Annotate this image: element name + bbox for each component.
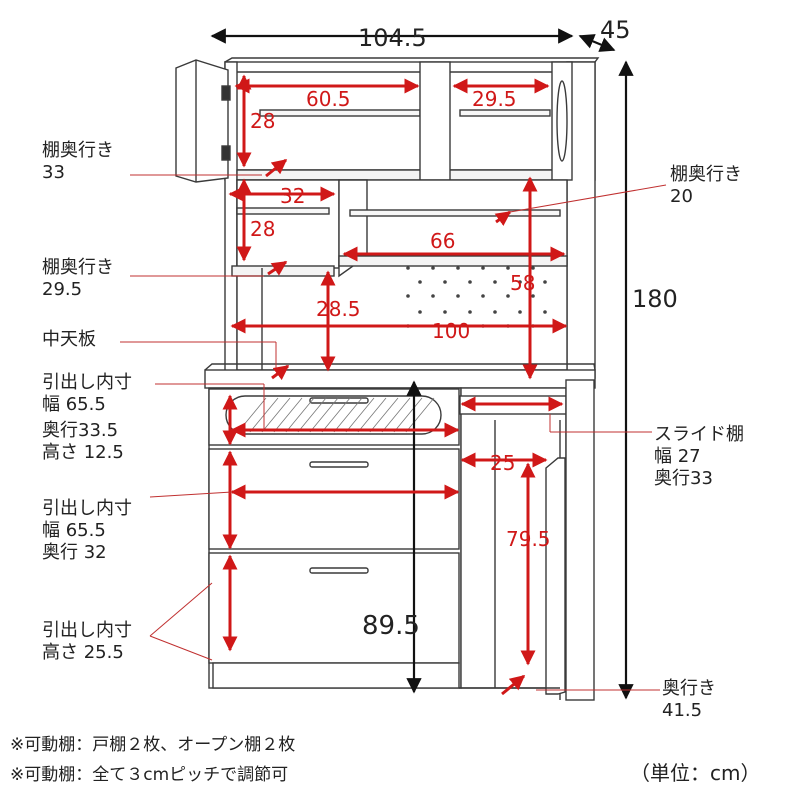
label-slide-shelf: スライド棚 幅 27 奥行33 bbox=[654, 424, 744, 489]
dim-shelf-depth-33 bbox=[265, 158, 288, 178]
overall-dimension-values: 104.5 45 180 89.5 bbox=[358, 16, 678, 641]
leader-lines bbox=[120, 174, 667, 691]
val-lower-height: 89.5 bbox=[362, 611, 420, 641]
label-bottom-depth: 奥行き 41.5 bbox=[662, 678, 716, 721]
label-shelf-depth-29: 棚奥行き 29.5 bbox=[42, 257, 114, 300]
dim-shelf-depth-20 bbox=[494, 210, 512, 226]
label-drawer3: 引出し内寸 高さ 25.5 bbox=[42, 620, 132, 663]
note-adjustable-pitch: ※可動棚：全て３cmピッチで調節可 bbox=[10, 765, 289, 785]
val-slide-width: 25 bbox=[490, 451, 515, 475]
label-shelf-depth-33: 棚奥行き 33 bbox=[42, 140, 114, 183]
dim-middle-board-depth bbox=[271, 364, 290, 381]
dim-shelf-depth-29 bbox=[267, 260, 288, 276]
val-upper-height: 28 bbox=[250, 109, 275, 133]
val-middle-gap: 28.5 bbox=[316, 297, 361, 321]
val-overall-depth: 45 bbox=[600, 16, 631, 44]
unit-label: （単位：cm） bbox=[630, 761, 761, 785]
val-upper-left-width: 60.5 bbox=[306, 87, 351, 111]
dim-bottom-depth bbox=[501, 674, 526, 696]
val-inner-width: 100 bbox=[432, 319, 470, 343]
depth-arrow bbox=[578, 34, 616, 52]
cabinet-outline bbox=[175, 57, 600, 701]
val-open-width: 66 bbox=[430, 229, 455, 253]
label-shelf-depth-20: 棚奥行き 20 bbox=[670, 164, 742, 207]
val-overall-height: 180 bbox=[632, 285, 678, 313]
red-dimension-values: 60.5 29.5 28 32 28 66 58 28.5 100 25 79.… bbox=[250, 87, 551, 551]
val-mid-height: 28 bbox=[250, 217, 275, 241]
label-drawer1: 引出し内寸 幅 65.5 奥行33.5 高さ 12.5 bbox=[42, 372, 132, 463]
red-dimension-lines bbox=[222, 74, 568, 696]
note-movable-shelves: ※可動棚：戸棚２枚、オープン棚２枚 bbox=[10, 735, 296, 755]
label-middle-board: 中天板 bbox=[42, 329, 96, 350]
val-mid-shelf-width: 32 bbox=[280, 184, 305, 208]
val-upper-right-width: 29.5 bbox=[472, 87, 517, 111]
val-cabinet-height: 79.5 bbox=[506, 527, 551, 551]
val-open-height: 58 bbox=[510, 271, 535, 295]
label-drawer2: 引出し内寸 幅 65.5 奥行 32 bbox=[42, 498, 132, 563]
val-overall-width: 104.5 bbox=[358, 24, 427, 52]
